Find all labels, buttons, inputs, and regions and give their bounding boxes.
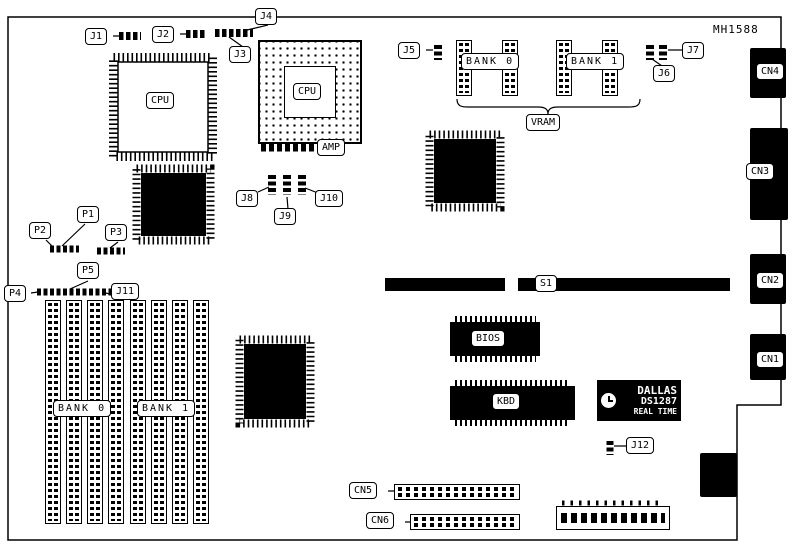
label-p4: P4 bbox=[4, 285, 27, 302]
label-cn6: CN6 bbox=[366, 512, 395, 529]
label-cn5: CN5 bbox=[349, 482, 378, 499]
label-s1: S1 bbox=[535, 275, 558, 292]
chipset2-body bbox=[434, 139, 496, 203]
label-j5: J5 bbox=[398, 42, 421, 59]
cn5-header bbox=[394, 484, 520, 500]
label-p1: P1 bbox=[77, 206, 100, 223]
cpu1-label: CPU bbox=[146, 92, 175, 109]
vram-bank1-label: BANK 1 bbox=[566, 53, 625, 70]
label-j2: J2 bbox=[152, 26, 175, 43]
simm-socket bbox=[193, 300, 209, 524]
chipset1-pins bbox=[132, 164, 215, 245]
label-p3: P3 bbox=[105, 224, 128, 241]
label-cn1: CN1 bbox=[756, 351, 785, 368]
label-p5: P5 bbox=[77, 262, 100, 279]
label-cn3: CN3 bbox=[746, 163, 775, 180]
bios-label: BIOS bbox=[471, 330, 506, 347]
chipset3-body bbox=[244, 344, 306, 419]
clock-icon bbox=[601, 393, 616, 408]
cpu2-label: CPU bbox=[293, 83, 322, 100]
simm-bank1-label: BANK 1 bbox=[137, 400, 196, 417]
s1-bar-right bbox=[518, 278, 730, 291]
label-cn2: CN2 bbox=[756, 272, 785, 289]
rtc-text: DALLAS DS1287 REAL TIME bbox=[620, 385, 677, 416]
simm-socket bbox=[108, 300, 124, 524]
label-j8: J8 bbox=[236, 190, 259, 207]
label-cn4: CN4 bbox=[756, 63, 785, 80]
power-connector bbox=[556, 506, 670, 530]
rtc-model: DS1287 bbox=[640, 396, 677, 407]
chipset3-pins bbox=[235, 335, 315, 428]
label-j10: J10 bbox=[315, 190, 344, 207]
edge-connector bbox=[700, 453, 737, 497]
chipset2-pins bbox=[425, 130, 505, 212]
cn6-header bbox=[410, 514, 520, 530]
label-j4: J4 bbox=[255, 8, 278, 25]
cpu2-socket-center bbox=[284, 66, 336, 118]
label-j7: J7 bbox=[682, 42, 705, 59]
callout-pointers bbox=[30, 24, 682, 523]
chipset1-body bbox=[141, 173, 206, 236]
amp-label: AMP bbox=[317, 139, 346, 156]
kbd-label: KBD bbox=[492, 393, 521, 410]
label-j3: J3 bbox=[229, 46, 252, 63]
rtc-brand: DALLAS bbox=[637, 384, 677, 397]
part-number: MH1588 bbox=[713, 23, 759, 36]
rtc-type: REAL TIME bbox=[633, 407, 677, 416]
label-j1: J1 bbox=[85, 28, 108, 45]
label-p2: P2 bbox=[29, 222, 52, 239]
label-j9: J9 bbox=[274, 208, 297, 225]
vram-bank0-label: BANK 0 bbox=[461, 53, 520, 70]
s1-bar-left bbox=[385, 278, 505, 291]
label-j12: J12 bbox=[626, 437, 655, 454]
label-j6: J6 bbox=[653, 65, 676, 82]
label-j11: J11 bbox=[111, 283, 140, 300]
cpu1-pins bbox=[109, 53, 217, 161]
vram-label: VRAM bbox=[526, 114, 561, 131]
rtc-chip: DALLAS DS1287 REAL TIME bbox=[597, 380, 681, 421]
simm-bank0-label: BANK 0 bbox=[53, 400, 112, 417]
